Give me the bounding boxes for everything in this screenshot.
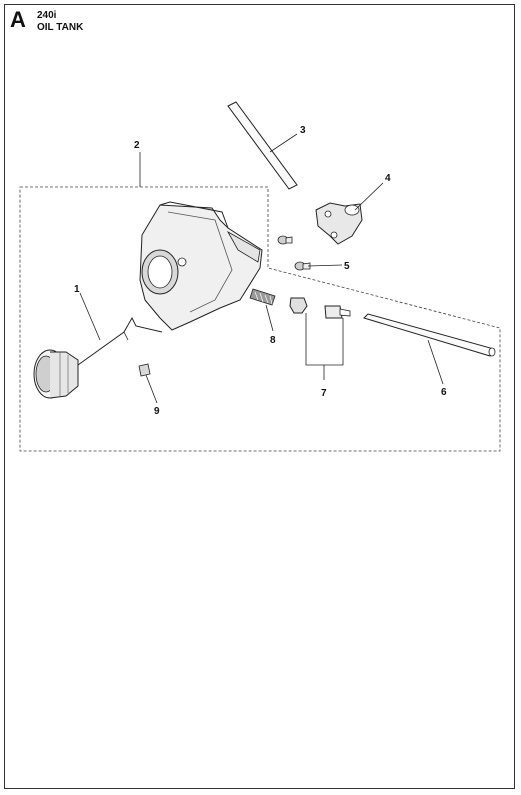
callout-7: 7 [321,388,327,399]
diagram-title: OIL TANK [37,22,84,33]
screw-part [277,235,311,271]
leader-3 [269,133,298,153]
leader-6 [427,339,444,385]
nipple-set-part [289,297,351,319]
leader-4 [354,182,384,211]
callout-2: 2 [134,140,140,151]
leader-9 [145,374,158,404]
spring-part [249,288,276,306]
callout-1: 1 [74,284,80,295]
plug-part [138,363,151,377]
oil-pump-part [315,202,363,245]
callout-8: 8 [270,335,276,346]
callout-6: 6 [441,387,447,398]
oil-tank-part [139,201,263,331]
callout-3: 3 [300,125,306,136]
group-boundary [19,186,501,452]
model-name: 240i [37,10,57,21]
section-letter: A [10,7,26,32]
leader-lines [79,133,444,404]
callout-4: 4 [385,173,391,184]
leader-5 [307,264,343,267]
leader-8 [265,304,274,332]
oil-cap-part [33,316,163,399]
tube-part [363,313,496,357]
leader-1 [79,292,101,341]
callout-5: 5 [344,261,350,272]
callout-9: 9 [154,406,160,417]
hose-part [227,101,298,190]
page-frame [4,4,515,789]
leader-7 [305,313,344,366]
